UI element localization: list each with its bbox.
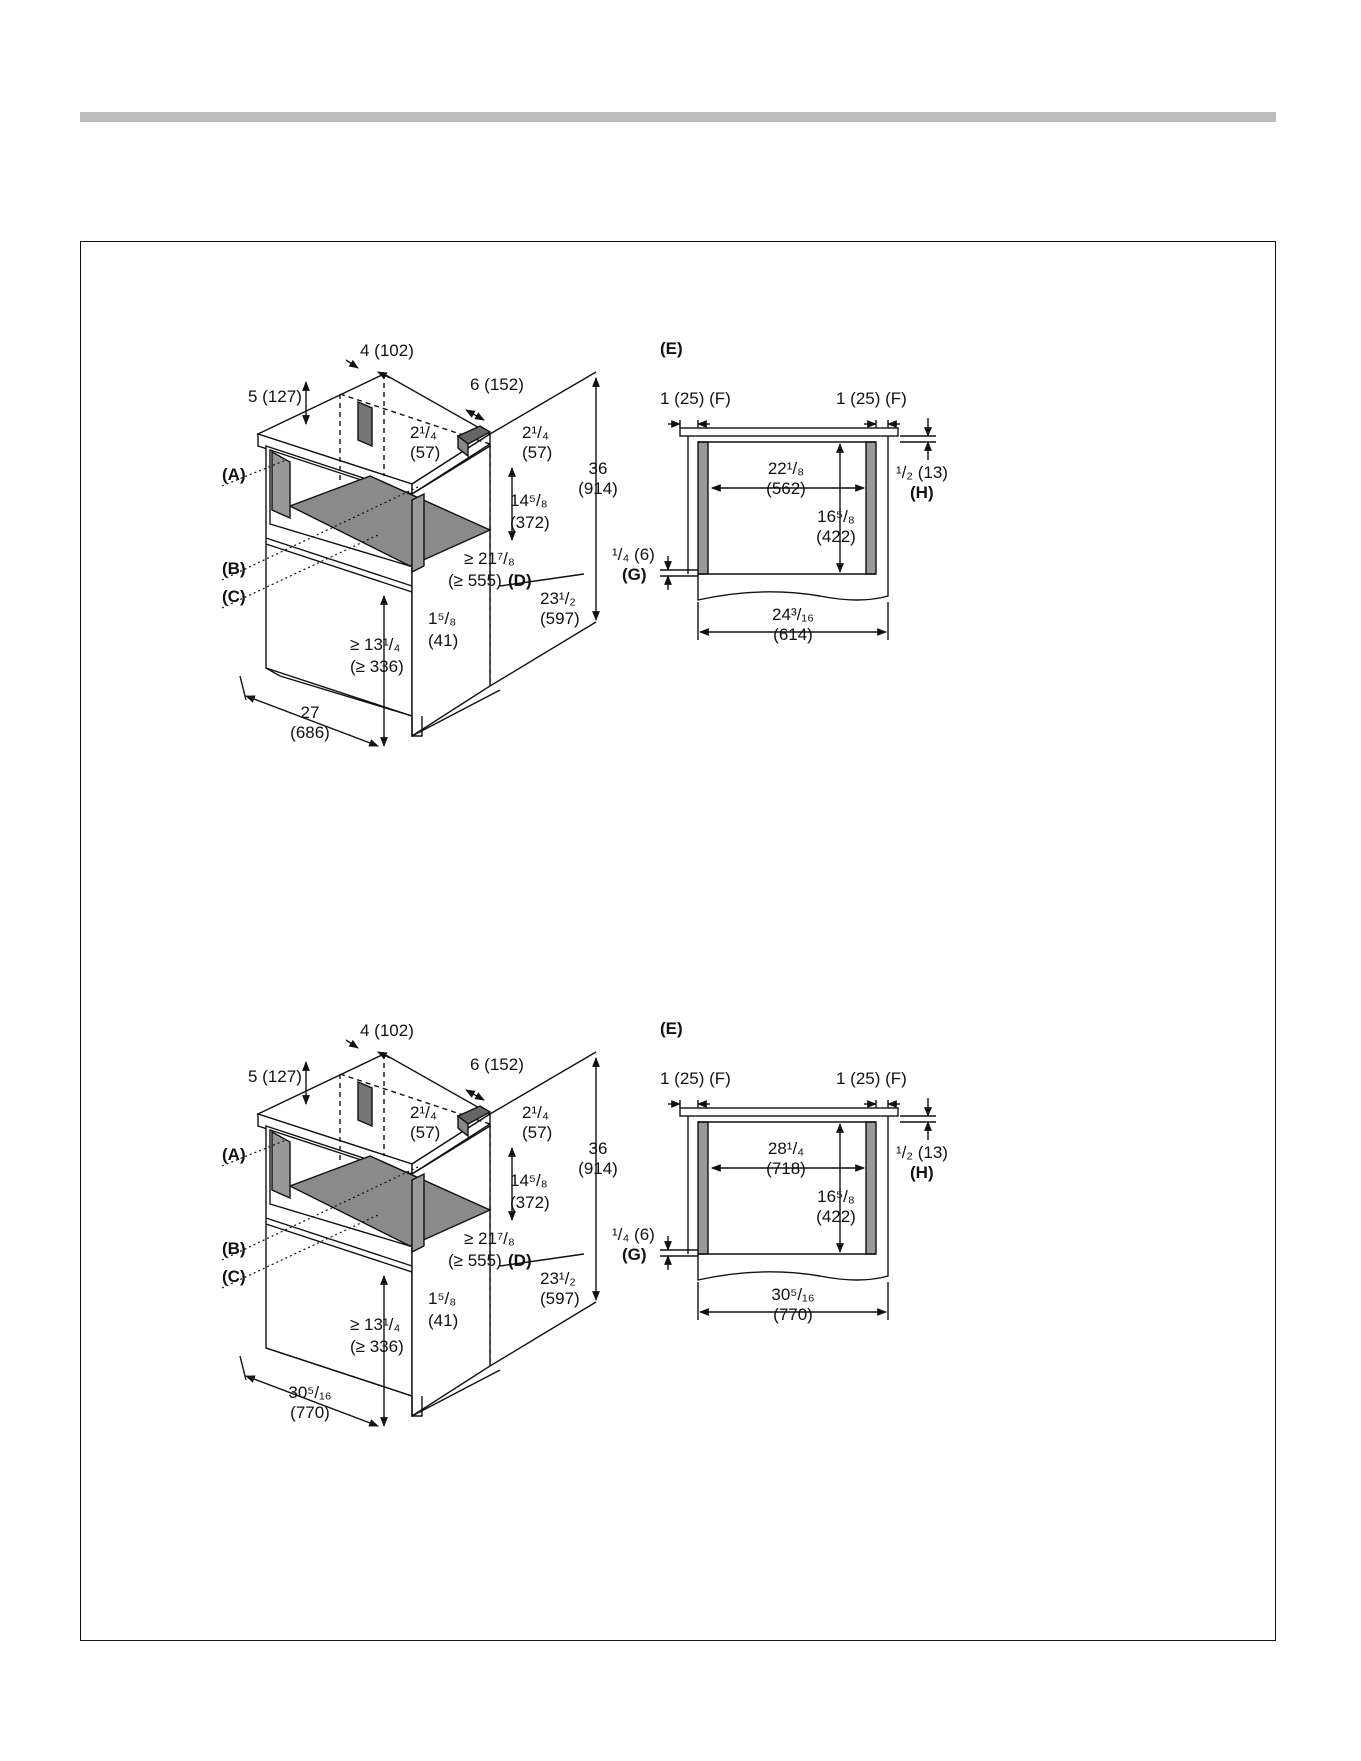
diagram-2-iso-depth-mm: (597) xyxy=(540,1289,580,1308)
diagram-1-iso-depth-in: 23¹/₂ xyxy=(540,589,576,608)
iso-cabinet-1 xyxy=(239,359,600,747)
diagram-2-iso-labelC: (C) xyxy=(222,1267,246,1286)
diagram-1-iso-b-in: 2¹/₄ xyxy=(522,423,549,442)
front-elevation-2 xyxy=(660,1098,936,1320)
diagram-2-iso-b-mm: (57) xyxy=(522,1123,552,1142)
diagram-1-iso-depth-mm: (597) xyxy=(540,609,580,628)
diagram-2-iso-b-in: 2¹/₄ xyxy=(522,1103,549,1122)
diagram-1-iso-d-mm: (≥ 555) xyxy=(448,571,502,590)
diagram-2-iso-tall-mm: (914) xyxy=(578,1159,618,1178)
diagram-2-iso-low-in: ≥ 13¹/₄ xyxy=(350,1315,400,1334)
leader-lines-1 xyxy=(221,459,421,609)
diagram-2-front-inner-h-mm: (422) xyxy=(816,1207,856,1226)
diagram-2-iso-d-tag: (D) xyxy=(508,1251,532,1270)
diagram-1-iso-w4: 4 (102) xyxy=(360,341,414,360)
diagram-1-iso-tall-mm: (914) xyxy=(578,479,618,498)
diagram-2-front-h-in: ¹/₂ (13) xyxy=(896,1143,948,1162)
diagram-2-front-h-tag: (H) xyxy=(910,1163,934,1182)
diagram-1-iso-g-in: 1⁵/₈ xyxy=(428,609,456,628)
diagram-1-iso-h-mm: (372) xyxy=(510,513,550,532)
diagram-frame xyxy=(80,241,1276,1641)
diagram-2-iso-labelB: (B) xyxy=(222,1239,246,1258)
diagram-2-front-outer-mm: (770) xyxy=(773,1305,813,1324)
diagram-1-front-outer-in: 24³/₁₆ xyxy=(772,605,814,624)
diagram-2-front-inner-w-in: 28¹/₄ xyxy=(768,1139,804,1158)
diagram-2-front-g-tag: (G) xyxy=(622,1245,647,1264)
diagram-1-front-g-tag: (G) xyxy=(622,565,647,584)
leader-lines-2 xyxy=(221,1139,421,1289)
header-rule xyxy=(80,112,1276,122)
diagram-1-front-f-left: 1 (25) (F) xyxy=(660,389,731,408)
diagram-1-iso-w6: 6 (152) xyxy=(470,375,524,394)
diagram-1-front-g-in: ¹/₄ (6) xyxy=(612,545,655,564)
diagram-2-iso-d-mm: (≥ 555) xyxy=(448,1251,502,1270)
diagram-1-iso-g-mm: (41) xyxy=(428,631,458,650)
diagram-2-front-outer-in: 30⁵/₁₆ xyxy=(771,1285,814,1304)
diagram-1-iso-a-mm: (57) xyxy=(410,443,440,462)
diagram-1-front-inner-h-mm: (422) xyxy=(816,527,856,546)
diagram-1-iso-low-mm: (≥ 336) xyxy=(350,657,404,676)
diagram-1-front-h-tag: (H) xyxy=(910,483,934,502)
diagram-1-iso-tall-in: 36 xyxy=(589,459,608,478)
diagram-2-front-f-left: 1 (25) (F) xyxy=(660,1069,731,1088)
diagram-2-iso-w6: 6 (152) xyxy=(470,1055,524,1074)
diagram-2-iso-tall-in: 36 xyxy=(589,1139,608,1158)
diagram-1-front-inner-h-in: 16⁵/₈ xyxy=(817,507,855,526)
diagram-1 xyxy=(221,359,936,747)
diagram-1-front-f-right: 1 (25) (F) xyxy=(836,389,907,408)
diagram-2-iso-a-in: 2¹/₄ xyxy=(410,1103,437,1122)
diagram-2-iso-labelA: (A) xyxy=(222,1145,246,1164)
diagram-1-front-labelE: (E) xyxy=(660,339,683,358)
diagram-2-iso-h-mm: (372) xyxy=(510,1193,550,1212)
diagram-1-iso-b-mm: (57) xyxy=(522,443,552,462)
diagram-1-front-outer-mm: (614) xyxy=(773,625,813,644)
diagram-2 xyxy=(221,1039,936,1427)
diagram-2-iso-width-mm: (770) xyxy=(290,1403,330,1422)
diagram-1-iso-width-in: 27 xyxy=(301,703,320,722)
diagram-2-front-labelE: (E) xyxy=(660,1019,683,1038)
diagram-1-iso-labelB: (B) xyxy=(222,559,246,578)
diagram-2-front-inner-w-mm: (718) xyxy=(766,1159,806,1178)
diagram-2-front-f-right: 1 (25) (F) xyxy=(836,1069,907,1088)
diagram-2-iso-h-in: 14⁵/₈ xyxy=(510,1171,548,1190)
front-elevation-1 xyxy=(660,418,936,640)
diagram-2-iso-w4: 4 (102) xyxy=(360,1021,414,1040)
diagram-2-iso-w5: 5 (127) xyxy=(248,1067,302,1086)
diagram-1-iso-low-in: ≥ 13¹/₄ xyxy=(350,635,400,654)
diagram-1-front-inner-w-mm: (562) xyxy=(766,479,806,498)
diagram-1-iso-width-mm: (686) xyxy=(290,723,330,742)
diagram-2-iso-width-in: 30⁵/₁₆ xyxy=(288,1383,331,1402)
diagram-1-front-h-in: ¹/₂ (13) xyxy=(896,463,948,482)
diagram-2-front-inner-h-in: 16⁵/₈ xyxy=(817,1187,855,1206)
diagram-2-front-g-in: ¹/₄ (6) xyxy=(612,1225,655,1244)
diagram-2-iso-g-mm: (41) xyxy=(428,1311,458,1330)
diagram-1-iso-w5: 5 (127) xyxy=(248,387,302,406)
diagram-2-iso-g-in: 1⁵/₈ xyxy=(428,1289,456,1308)
diagram-1-front-inner-w-in: 22¹/₈ xyxy=(768,459,804,478)
diagram-1-iso-h-in: 14⁵/₈ xyxy=(510,491,548,510)
diagram-2-iso-d-in: ≥ 21⁷/₈ xyxy=(464,1229,515,1248)
diagram-1-iso-labelA: (A) xyxy=(222,465,246,484)
diagram-1-iso-d-tag: (D) xyxy=(508,571,532,590)
diagram-2-iso-a-mm: (57) xyxy=(410,1123,440,1142)
diagram-1-iso-d-in: ≥ 21⁷/₈ xyxy=(464,549,515,568)
diagram-1-iso-labelC: (C) xyxy=(222,587,246,606)
diagram-2-iso-low-mm: (≥ 336) xyxy=(350,1337,404,1356)
diagram-2-iso-depth-in: 23¹/₂ xyxy=(540,1269,576,1288)
diagram-1-iso-a-in: 2¹/₄ xyxy=(410,423,437,442)
iso-cabinet-2 xyxy=(239,1039,600,1427)
